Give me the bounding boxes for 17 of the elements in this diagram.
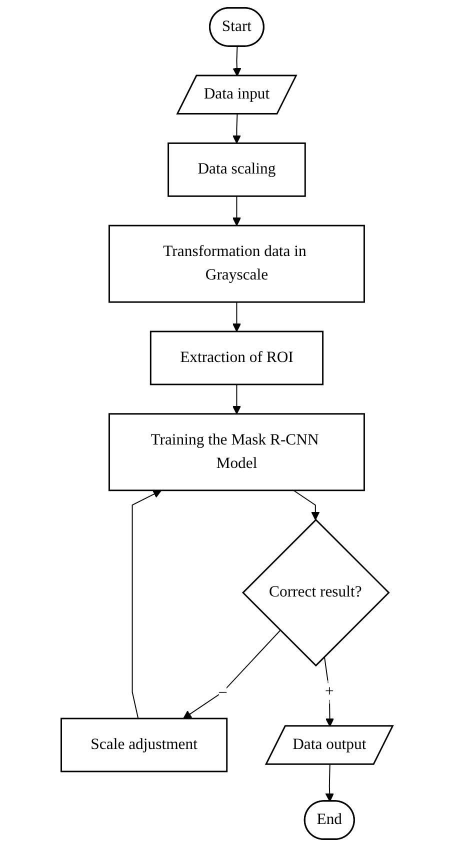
- node-box: Data scaling: [167, 142, 306, 197]
- arrow: [232, 196, 241, 226]
- arrow: [232, 46, 241, 76]
- edge-label: +: [324, 683, 334, 700]
- arrow: [232, 302, 241, 332]
- node-box: Transformation data in Grayscale: [108, 224, 364, 303]
- edge-label: –: [218, 683, 226, 700]
- node-box: Training the Mask R-CNN Model: [108, 413, 364, 492]
- arrow: [232, 384, 241, 414]
- arrow: [182, 630, 280, 719]
- arrow: [131, 490, 162, 719]
- node-diamond: Correct result?: [242, 518, 390, 667]
- arrow: [232, 114, 241, 144]
- arrow: [324, 764, 334, 802]
- node-box: Scale adjustment: [60, 718, 228, 772]
- arrow: [292, 490, 320, 520]
- node-box: Extraction of ROI: [149, 330, 324, 386]
